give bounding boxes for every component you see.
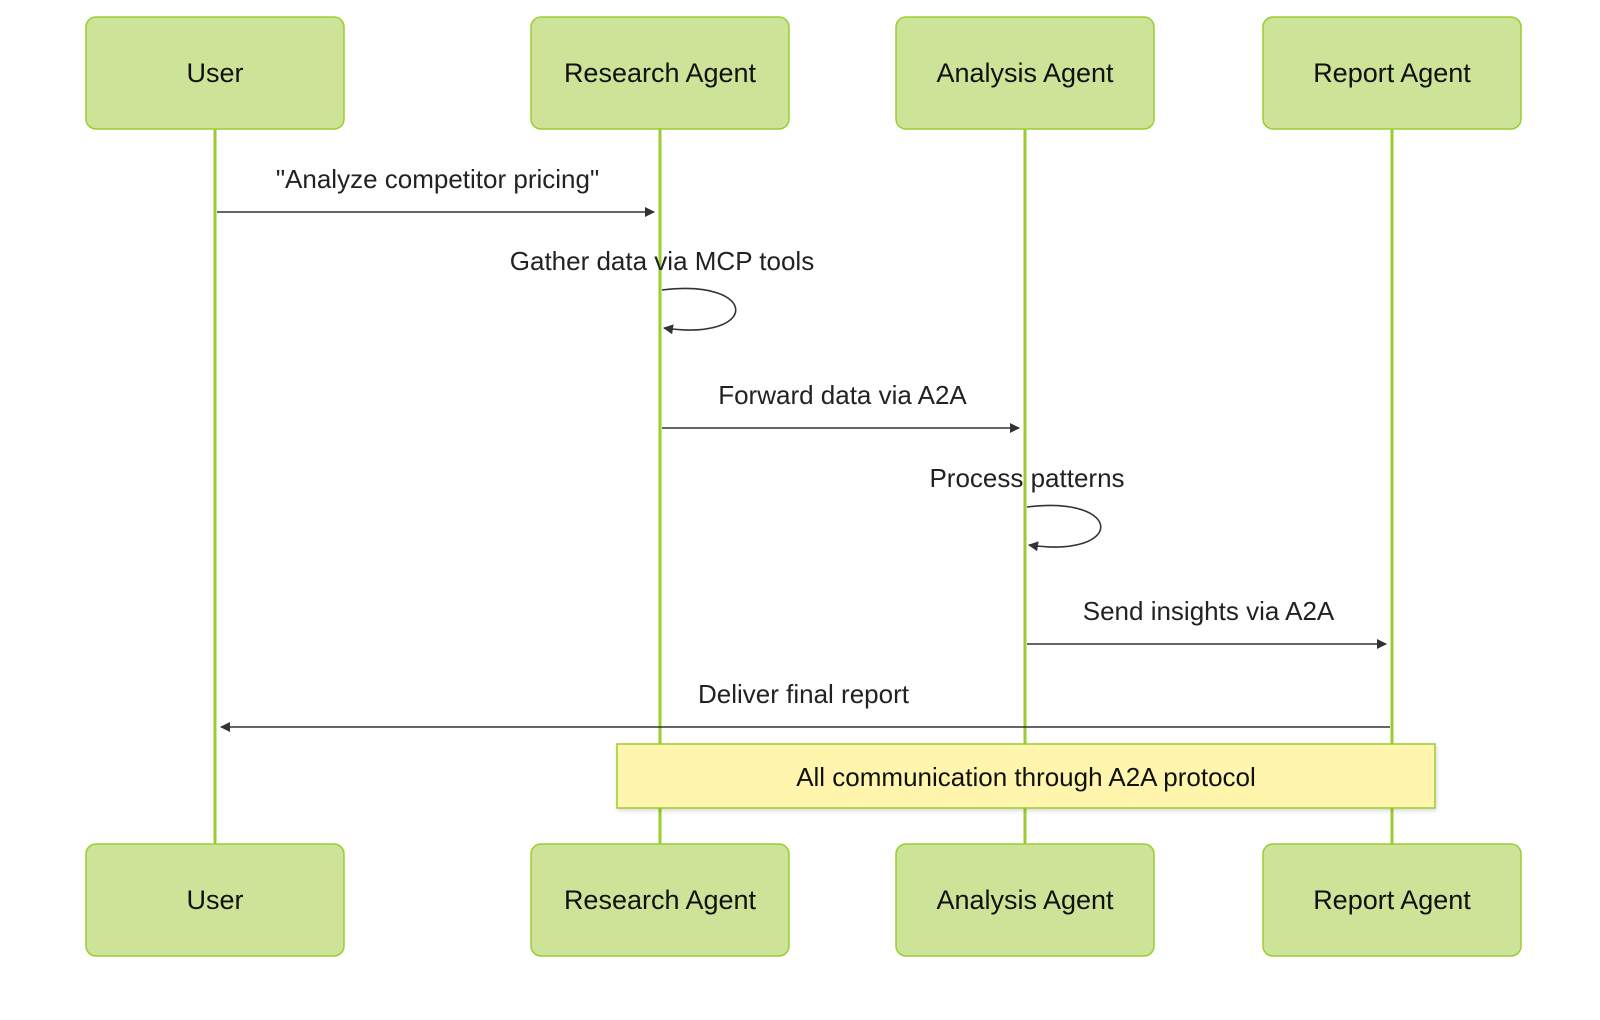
self-loop-arrow xyxy=(1026,504,1102,552)
message-label: Deliver final report xyxy=(698,679,910,709)
self-loop-arrow xyxy=(661,287,737,335)
actor-label: User xyxy=(186,58,243,88)
actor-research-top: Research Agent xyxy=(530,16,790,130)
actor-label: Report Agent xyxy=(1313,885,1471,915)
actor-analysis-top: Analysis Agent xyxy=(895,16,1155,130)
message-4: Process patterns xyxy=(929,463,1125,552)
actor-label: Analysis Agent xyxy=(936,885,1114,915)
actor-box xyxy=(85,843,345,957)
message-1: "Analyze competitor pricing" xyxy=(217,164,655,217)
note: All communication through A2A protocol xyxy=(616,743,1436,809)
message-6: Deliver final report xyxy=(220,679,1390,732)
actor-box xyxy=(530,843,790,957)
message-3: Forward data via A2A xyxy=(662,380,1020,433)
actor-label: Research Agent xyxy=(564,58,757,88)
actor-report-bottom: Report Agent xyxy=(1262,843,1522,957)
actor-label: Report Agent xyxy=(1313,58,1471,88)
actor-report-top: Report Agent xyxy=(1262,16,1522,130)
message-label: Process patterns xyxy=(929,463,1124,493)
message-label: "Analyze competitor pricing" xyxy=(276,164,599,194)
actor-box xyxy=(85,16,345,130)
note-label: All communication through A2A protocol xyxy=(796,762,1256,792)
actor-box xyxy=(895,16,1155,130)
actor-research-bottom: Research Agent xyxy=(530,843,790,957)
message-label: Send insights via A2A xyxy=(1083,596,1335,626)
actor-label: Analysis Agent xyxy=(936,58,1114,88)
message-2: Gather data via MCP tools xyxy=(510,246,814,335)
message-label: Forward data via A2A xyxy=(718,380,967,410)
actor-user-top: User xyxy=(85,16,345,130)
actor-box xyxy=(530,16,790,130)
message-label: Gather data via MCP tools xyxy=(510,246,814,276)
message-5: Send insights via A2A xyxy=(1027,596,1387,649)
actor-user-bottom: User xyxy=(85,843,345,957)
actor-label: User xyxy=(186,885,243,915)
note-box xyxy=(616,743,1436,809)
actor-box xyxy=(895,843,1155,957)
actor-label: Research Agent xyxy=(564,885,757,915)
actor-box xyxy=(1262,16,1522,130)
actor-analysis-bottom: Analysis Agent xyxy=(895,843,1155,957)
actor-box xyxy=(1262,843,1522,957)
